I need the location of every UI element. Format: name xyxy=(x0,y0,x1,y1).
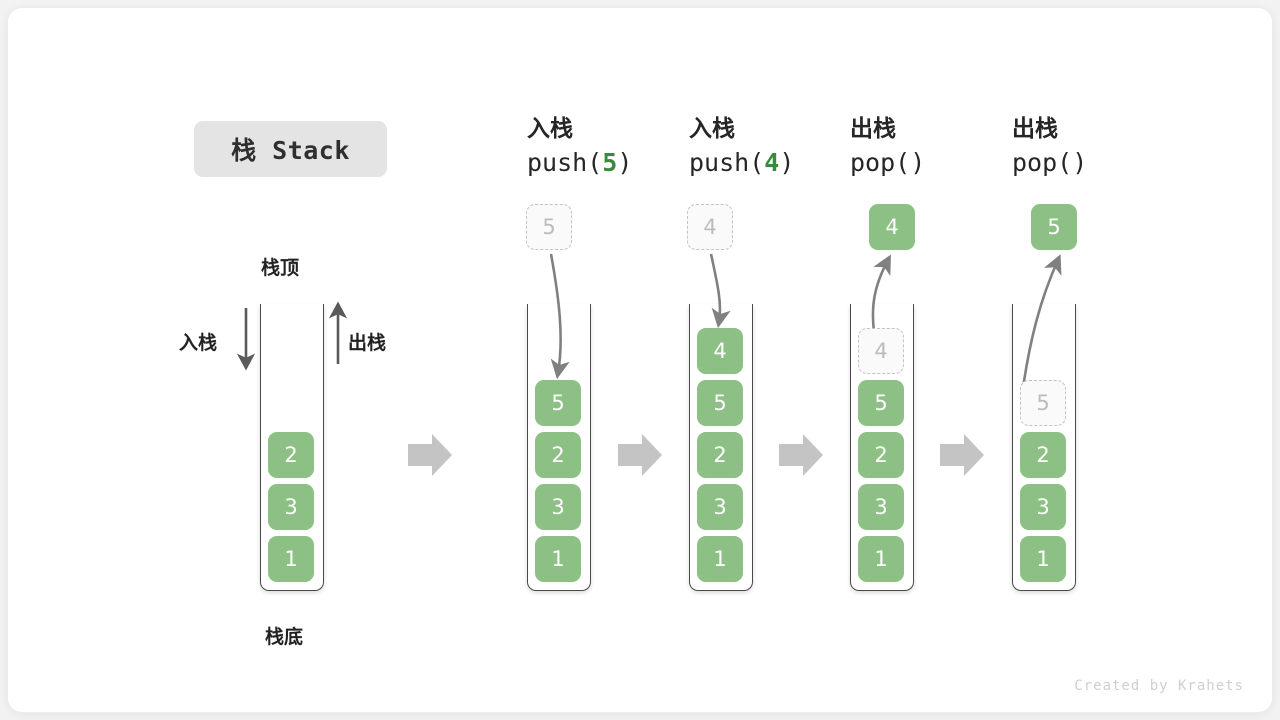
op-code-prefix: pop( xyxy=(850,147,911,177)
stack-cell: 5 xyxy=(858,380,904,426)
stack-cell: 2 xyxy=(268,432,314,478)
op-code-prefix: push( xyxy=(689,147,765,177)
stack-cell-removing: 4 xyxy=(858,328,904,374)
floating-cell-pop-2: 5 xyxy=(1031,204,1077,250)
diagram-title-badge: 栈 Stack xyxy=(194,121,387,177)
floating-cell-push-4: 4 xyxy=(687,204,733,250)
push-side-label: 入栈 xyxy=(179,332,218,354)
op-code-prefix: push( xyxy=(527,147,603,177)
op-code-arg: 5 xyxy=(602,147,618,177)
op-label-pop-2: 出栈 pop() xyxy=(1012,114,1182,180)
op-label-pop-1: 出栈 pop() xyxy=(850,114,1020,180)
stack-cell: 2 xyxy=(1020,432,1066,478)
stack-cell: 1 xyxy=(697,536,743,582)
op-code-suffix: ) xyxy=(910,147,926,177)
stack-cell: 1 xyxy=(535,536,581,582)
pop-side-label: 出栈 xyxy=(348,332,387,354)
stack-cell: 4 xyxy=(697,328,743,374)
op-code-prefix: pop( xyxy=(1012,147,1073,177)
op-label-push-4: 入栈 push(4) xyxy=(689,114,859,180)
stack-cell: 1 xyxy=(858,536,904,582)
stack-container-push-5 xyxy=(527,304,591,591)
stack-cell: 3 xyxy=(1020,484,1066,530)
stack-container-push-4 xyxy=(689,304,753,591)
op-label-cn: 出栈 xyxy=(850,116,896,142)
footer-credit: Created by Krahets xyxy=(1074,678,1244,694)
stack-cell: 1 xyxy=(268,536,314,582)
op-label-push-5: 入栈 push(5) xyxy=(527,114,697,180)
op-code-suffix: ) xyxy=(779,147,795,177)
stack-cell: 1 xyxy=(1020,536,1066,582)
op-label-code: pop() xyxy=(1012,146,1182,181)
floating-cell-pop-1: 4 xyxy=(869,204,915,250)
stack-bottom-label: 栈底 xyxy=(265,626,304,648)
stack-container-initial xyxy=(260,304,324,591)
stack-cell: 5 xyxy=(535,380,581,426)
stack-container-pop-2 xyxy=(1012,304,1076,591)
op-code-suffix: ) xyxy=(617,147,633,177)
stack-cell: 2 xyxy=(697,432,743,478)
stack-cell: 2 xyxy=(535,432,581,478)
stack-cell: 3 xyxy=(268,484,314,530)
stack-cell: 2 xyxy=(858,432,904,478)
op-label-cn: 出栈 xyxy=(1012,116,1058,142)
stack-cell: 3 xyxy=(697,484,743,530)
op-label-cn: 入栈 xyxy=(689,116,735,142)
stack-container-pop-1 xyxy=(850,304,914,591)
op-label-code: push(4) xyxy=(689,146,859,181)
floating-cell-push-5: 5 xyxy=(526,204,572,250)
stack-cell: 3 xyxy=(858,484,904,530)
op-label-code: push(5) xyxy=(527,146,697,181)
stack-cell: 3 xyxy=(535,484,581,530)
diagram-canvas: 栈 Stack 栈顶 入栈 出栈 栈底 2 3 1 入栈 push(5) 5 xyxy=(8,8,1272,712)
op-code-suffix: ) xyxy=(1072,147,1088,177)
stack-cell-removing: 5 xyxy=(1020,380,1066,426)
op-label-cn: 入栈 xyxy=(527,116,573,142)
stack-top-label: 栈顶 xyxy=(261,257,300,279)
op-code-arg: 4 xyxy=(764,147,780,177)
op-label-code: pop() xyxy=(850,146,1020,181)
stack-cell: 5 xyxy=(697,380,743,426)
